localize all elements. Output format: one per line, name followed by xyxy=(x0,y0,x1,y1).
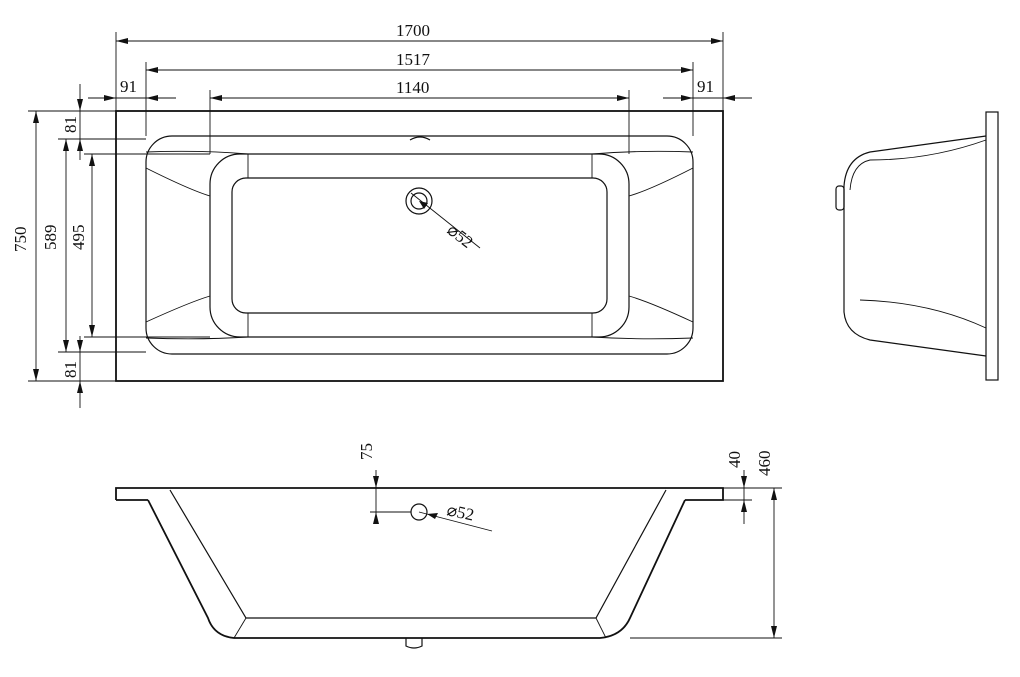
side-view-dimensions: 75 40 460 xyxy=(357,443,782,639)
arrowhead xyxy=(116,38,128,44)
top-view-horizontal-dimensions: 1700 1517 1140 91 91 xyxy=(88,21,752,154)
arrowhead xyxy=(146,67,158,73)
dim-height-label: 460 xyxy=(755,451,774,477)
side-view: ⌀52 xyxy=(115,487,724,649)
arrowhead xyxy=(681,95,693,101)
arrowhead xyxy=(33,369,39,381)
side-view-inner-line xyxy=(169,489,667,619)
arrowhead xyxy=(33,111,39,123)
side-view-body xyxy=(147,499,686,639)
side-view-rim xyxy=(115,487,724,501)
dim-inner-width-label: 589 xyxy=(41,225,60,251)
overflow-mark xyxy=(409,136,431,141)
dim-overflow-offset-label: 75 xyxy=(357,443,376,460)
dim-inner-length-label: 1517 xyxy=(396,50,431,69)
facet-line xyxy=(145,150,249,155)
dim-rim-thickness-label: 40 xyxy=(725,451,744,468)
top-view: ⌀52 xyxy=(115,110,724,382)
tub-inner-edge xyxy=(145,135,694,355)
arrowhead xyxy=(741,500,747,512)
arrowhead xyxy=(711,38,723,44)
dim-rim-top-label: 81 xyxy=(61,116,80,133)
drain-inner-circle xyxy=(410,192,428,210)
drain-diameter-label: ⌀52 xyxy=(444,220,477,252)
arrowhead xyxy=(771,626,777,638)
arrowhead xyxy=(723,95,735,101)
end-view xyxy=(835,111,999,381)
tub-basin-inner xyxy=(231,177,608,314)
arrowhead xyxy=(741,476,747,488)
side-view-facet xyxy=(595,617,607,639)
end-view-rim xyxy=(985,111,999,381)
side-view-facet xyxy=(233,617,247,639)
arrowhead xyxy=(373,512,379,524)
dim-bottom-width-label: 495 xyxy=(69,225,88,251)
arrowhead xyxy=(617,95,629,101)
dim-rim-right-label: 91 xyxy=(697,77,714,96)
tub-basin-outer xyxy=(209,153,630,338)
side-view-overflow-arrow xyxy=(427,513,438,519)
arrowhead xyxy=(89,325,95,337)
dim-overall-length-label: 1700 xyxy=(396,21,430,40)
arrowhead xyxy=(77,381,83,393)
facet-line xyxy=(628,167,694,197)
drain-outer-circle xyxy=(405,187,433,215)
arrowhead xyxy=(104,95,116,101)
dim-bottom-length-label: 1140 xyxy=(396,78,429,97)
arrowhead xyxy=(89,154,95,166)
facet-line xyxy=(145,336,249,340)
arrowhead xyxy=(146,95,158,101)
tub-outer-rim xyxy=(115,110,724,382)
arrowhead xyxy=(681,67,693,73)
arrowhead xyxy=(210,95,222,101)
arrowhead xyxy=(77,99,83,111)
arrowhead xyxy=(63,139,69,151)
end-view-facet xyxy=(849,139,987,191)
facet-line xyxy=(145,295,211,323)
dim-rim-bottom-label: 81 xyxy=(61,361,80,378)
dim-rim-left-label: 91 xyxy=(120,77,137,96)
facet-line xyxy=(145,167,211,197)
drain-leader-arrow xyxy=(419,201,428,209)
facet-line xyxy=(591,336,694,340)
facet-line xyxy=(628,295,694,323)
end-view-facet xyxy=(859,299,987,329)
side-view-overflow-label: ⌀52 xyxy=(445,500,476,524)
arrowhead xyxy=(771,488,777,500)
top-view-vertical-dimensions: 750 589 495 81 81 xyxy=(11,84,210,408)
facet-line xyxy=(591,150,694,155)
arrowhead xyxy=(77,139,83,151)
arrowhead xyxy=(373,476,379,488)
end-view-overflow xyxy=(835,185,845,211)
arrowhead xyxy=(77,340,83,352)
side-view-drain-outlet xyxy=(405,638,423,649)
arrowhead xyxy=(63,340,69,352)
dim-overall-width-label: 750 xyxy=(11,227,30,253)
end-view-body xyxy=(843,135,987,357)
